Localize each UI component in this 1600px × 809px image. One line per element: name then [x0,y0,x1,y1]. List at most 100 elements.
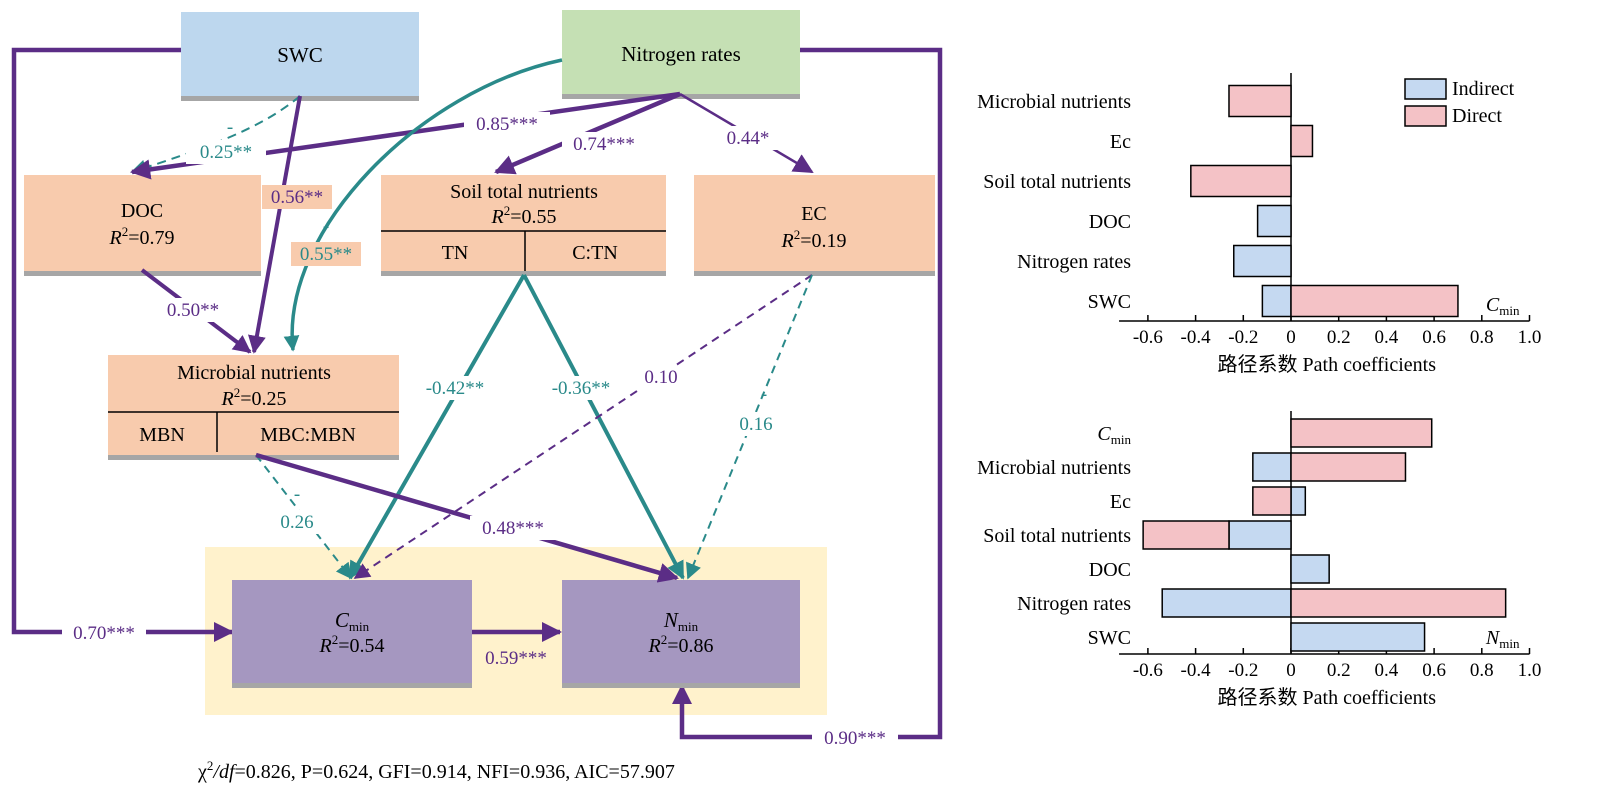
path-swc-microbial [248,95,302,354]
node-ec-label: EC [801,203,827,225]
legend-label-indirect: Indirect [1452,78,1515,100]
x-tick-label: 1.0 [1518,327,1542,348]
x-tick-label: 0.4 [1375,660,1399,681]
bar-indirect [1290,486,1307,516]
bar-direct [1290,418,1433,448]
node-cmin-label: Cmin [335,608,370,634]
legend-swatch-indirect [1404,78,1447,100]
x-axis-title: 路径系数 Path coefficients [1218,686,1437,709]
category-label: Microbial nutrients [977,457,1131,479]
coef-nitrogen-microbial-sign: - [323,216,329,237]
bar-indirect [1290,554,1330,584]
coef-stn-cmin: -0.42** [426,378,485,399]
node-microbial-label: Microbial nutrients [177,362,331,384]
category-label: DOC [1089,559,1131,581]
bar-indirect [1228,520,1292,550]
path-swc-doc [130,95,301,176]
bar-direct [1190,164,1292,198]
node-stn-label: Soil total nutrients [450,181,598,203]
path-coefficients: - 0.25** 0.56** 0.85*** 0.74*** 0.44* - … [62,112,898,750]
bar-direct [1228,84,1292,118]
coef-ec-nmin-sign: - [761,384,767,405]
node-cmin: Cmin R2=0.54 [232,580,472,688]
x-tick-label: -0.4 [1181,660,1212,681]
node-nmin-r2: R2=0.86 [648,632,714,657]
category-label: Soil total nutrients [983,525,1131,547]
category-label: SWC [1088,291,1131,313]
bar-direct [1142,520,1230,550]
bar-direct [1290,588,1507,618]
coef-nitrogen-nmin: 0.90*** [824,728,886,749]
node-soil-total-nutrients: Soil total nutrients R2=0.55 TN C:TN [381,175,666,276]
path-nitrogen-microbial [283,58,563,352]
path-nitrogen-nmin [671,47,943,740]
node-ec-r2: R2=0.19 [781,227,847,252]
category-label: Ec [1110,131,1131,153]
x-tick-label: 0.8 [1470,327,1494,348]
coef-nitrogen-ec: 0.44* [727,128,770,149]
node-nmin-label: Nmin [663,608,699,634]
path-ec-cmin [353,274,813,579]
coef-ec-cmin: 0.10 [644,367,677,388]
legend-label-direct: Direct [1452,105,1502,127]
coef-nitrogen-doc: 0.85*** [476,114,538,135]
bar-indirect [1261,284,1292,318]
node-microbial-sub-left: MBN [139,424,185,446]
node-doc-label: DOC [121,200,163,222]
coef-cmin-nmin: 0.59*** [485,648,547,669]
chart-corner-label: Cmin [1486,294,1520,318]
legend-swatch-direct [1404,105,1447,127]
coef-microbial-cmin-sign: - [294,484,300,505]
node-doc-r2: R2=0.79 [109,224,175,249]
coef-swc-cmin: 0.70*** [73,623,135,644]
path-ec-nmin [686,274,813,580]
coef-swc-doc: 0.25** [200,142,252,163]
coef-stn-nmin: -0.36** [552,378,611,399]
node-cmin-r2: R2=0.54 [319,632,385,657]
node-stn-sub-left: TN [442,242,469,264]
node-doc: DOC R2=0.79 [24,175,261,276]
chart-legend: Indirect Direct [1404,78,1515,127]
x-tick-label: 0.2 [1327,660,1351,681]
x-tick-label: -0.6 [1133,660,1163,681]
x-tick-label: -0.4 [1181,327,1212,348]
node-stn-r2: R2=0.55 [491,203,557,228]
x-tick-label: -0.2 [1228,660,1258,681]
category-label: Nitrogen rates [1017,593,1131,615]
x-tick-label: 0.2 [1327,327,1351,348]
node-swc-label: SWC [277,43,323,67]
coef-ec-nmin: 0.16 [739,414,772,435]
x-tick-label: 0.8 [1470,660,1494,681]
category-label: Ec [1110,491,1131,513]
coef-swc-doc-sign: - [227,117,233,138]
node-nitrogen: Nitrogen rates [562,10,800,99]
category-label: Microbial nutrients [977,91,1131,113]
node-microbial-r2: R2=0.25 [221,385,287,410]
path-microbial-nmin [255,452,679,583]
x-tick-label: -0.2 [1228,327,1258,348]
node-microbial-sub-right: MBC:MBN [260,424,356,446]
node-ec: EC R2=0.19 [694,175,935,276]
node-nitrogen-label: Nitrogen rates [621,42,741,66]
x-tick-label: 0 [1286,660,1296,681]
bar-indirect [1256,204,1292,238]
x-tick-label: 0 [1286,327,1296,348]
bar-direct [1290,452,1407,482]
node-stn-sub-right: C:TN [572,242,618,264]
node-microbial-nutrients: Microbial nutrients R2=0.25 MBN MBC:MBN [108,355,399,460]
coef-doc-microbial: 0.50** [167,300,219,321]
coef-nitrogen-stn: 0.74*** [573,134,635,155]
coef-microbial-nmin: 0.48*** [482,518,544,539]
x-tick-label: 0.6 [1422,327,1446,348]
x-tick-label: -0.6 [1133,327,1163,348]
path-stn-nmin [522,274,685,580]
node-nmin: Nmin R2=0.86 [562,580,800,688]
category-label: Cmin [1097,423,1131,447]
bar-direct [1290,284,1459,318]
x-axis-title: 路径系数 Path coefficients [1218,353,1437,376]
x-tick-label: 1.0 [1518,660,1542,681]
